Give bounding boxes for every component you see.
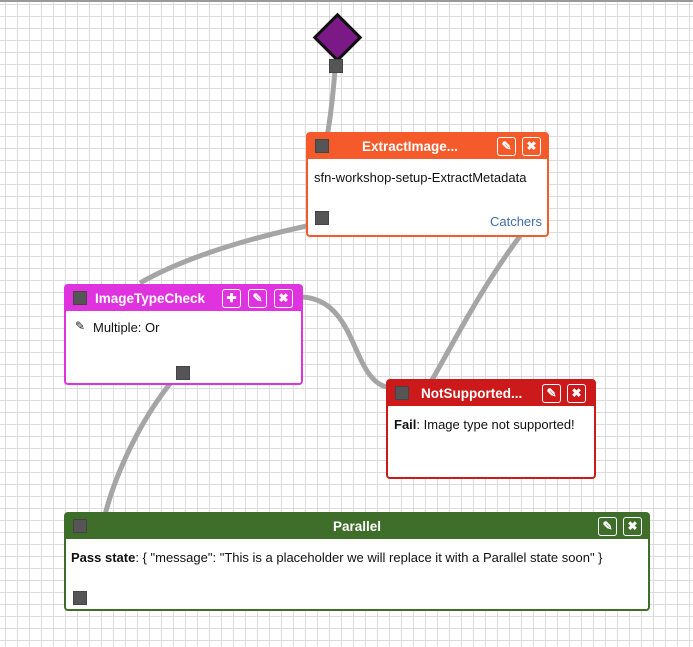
node-title: Parallel: [332, 519, 382, 534]
state-node-parallel[interactable]: Parallel ✎ ✖ Pass state: { "message": "T…: [64, 512, 650, 611]
edge-start-to-extract: [324, 69, 338, 138]
output-handle[interactable]: [176, 366, 190, 380]
delete-icon[interactable]: ✖: [623, 517, 642, 536]
pencil-icon: ✎: [75, 319, 86, 333]
pass-message: : { "message": "This is a placeholder we…: [135, 550, 603, 565]
input-handle[interactable]: [395, 386, 409, 400]
task-resource: sfn-workshop-setup-ExtractMetadata: [314, 170, 527, 185]
edge-extract-to-fail: [429, 234, 523, 382]
add-icon[interactable]: ✚: [222, 289, 241, 308]
output-handle[interactable]: [73, 591, 87, 605]
edge-choice-to-fail: [301, 294, 393, 391]
node-header: Parallel ✎ ✖: [66, 514, 648, 539]
edit-icon[interactable]: ✎: [542, 384, 561, 403]
state-kind-label: Pass state: [71, 550, 136, 565]
edit-icon[interactable]: ✎: [497, 137, 516, 156]
edge-extract-to-choice: [138, 221, 317, 286]
input-handle[interactable]: [73, 519, 87, 533]
node-title: NotSupported...: [421, 386, 523, 401]
node-title: ExtractImage...: [362, 139, 459, 154]
state-node-extract[interactable]: ExtractImage... ✎ ✖ sfn-workshop-setup-E…: [306, 132, 549, 237]
input-handle[interactable]: [73, 291, 87, 305]
state-kind-label: Fail: [394, 417, 417, 432]
delete-icon[interactable]: ✖: [567, 384, 586, 403]
node-header: NotSupported... ✎ ✖: [388, 381, 594, 406]
state-node-fail[interactable]: NotSupported... ✎ ✖ Fail: Image type not…: [386, 379, 596, 479]
choice-rule: Multiple: Or: [93, 320, 160, 335]
edit-icon[interactable]: ✎: [248, 289, 267, 308]
delete-icon[interactable]: ✖: [274, 289, 293, 308]
canvas-top-border: [0, 0, 693, 2]
output-handle[interactable]: [315, 211, 329, 225]
start-output-handle[interactable]: [329, 59, 343, 73]
edge-choice-to-parallel: [102, 378, 175, 516]
state-node-choice[interactable]: ImageTypeCheck ✚ ✎ ✖ ✎ Multiple: Or: [64, 284, 303, 385]
fail-message: : Image type not supported!: [416, 417, 575, 432]
catchers-link[interactable]: Catchers: [489, 214, 542, 229]
node-header: ExtractImage... ✎ ✖: [308, 134, 547, 159]
node-title: ImageTypeCheck: [95, 291, 206, 306]
edit-icon[interactable]: ✎: [598, 517, 617, 536]
node-header: ImageTypeCheck ✚ ✎ ✖: [66, 286, 301, 311]
delete-icon[interactable]: ✖: [522, 137, 541, 156]
input-handle[interactable]: [315, 139, 329, 153]
